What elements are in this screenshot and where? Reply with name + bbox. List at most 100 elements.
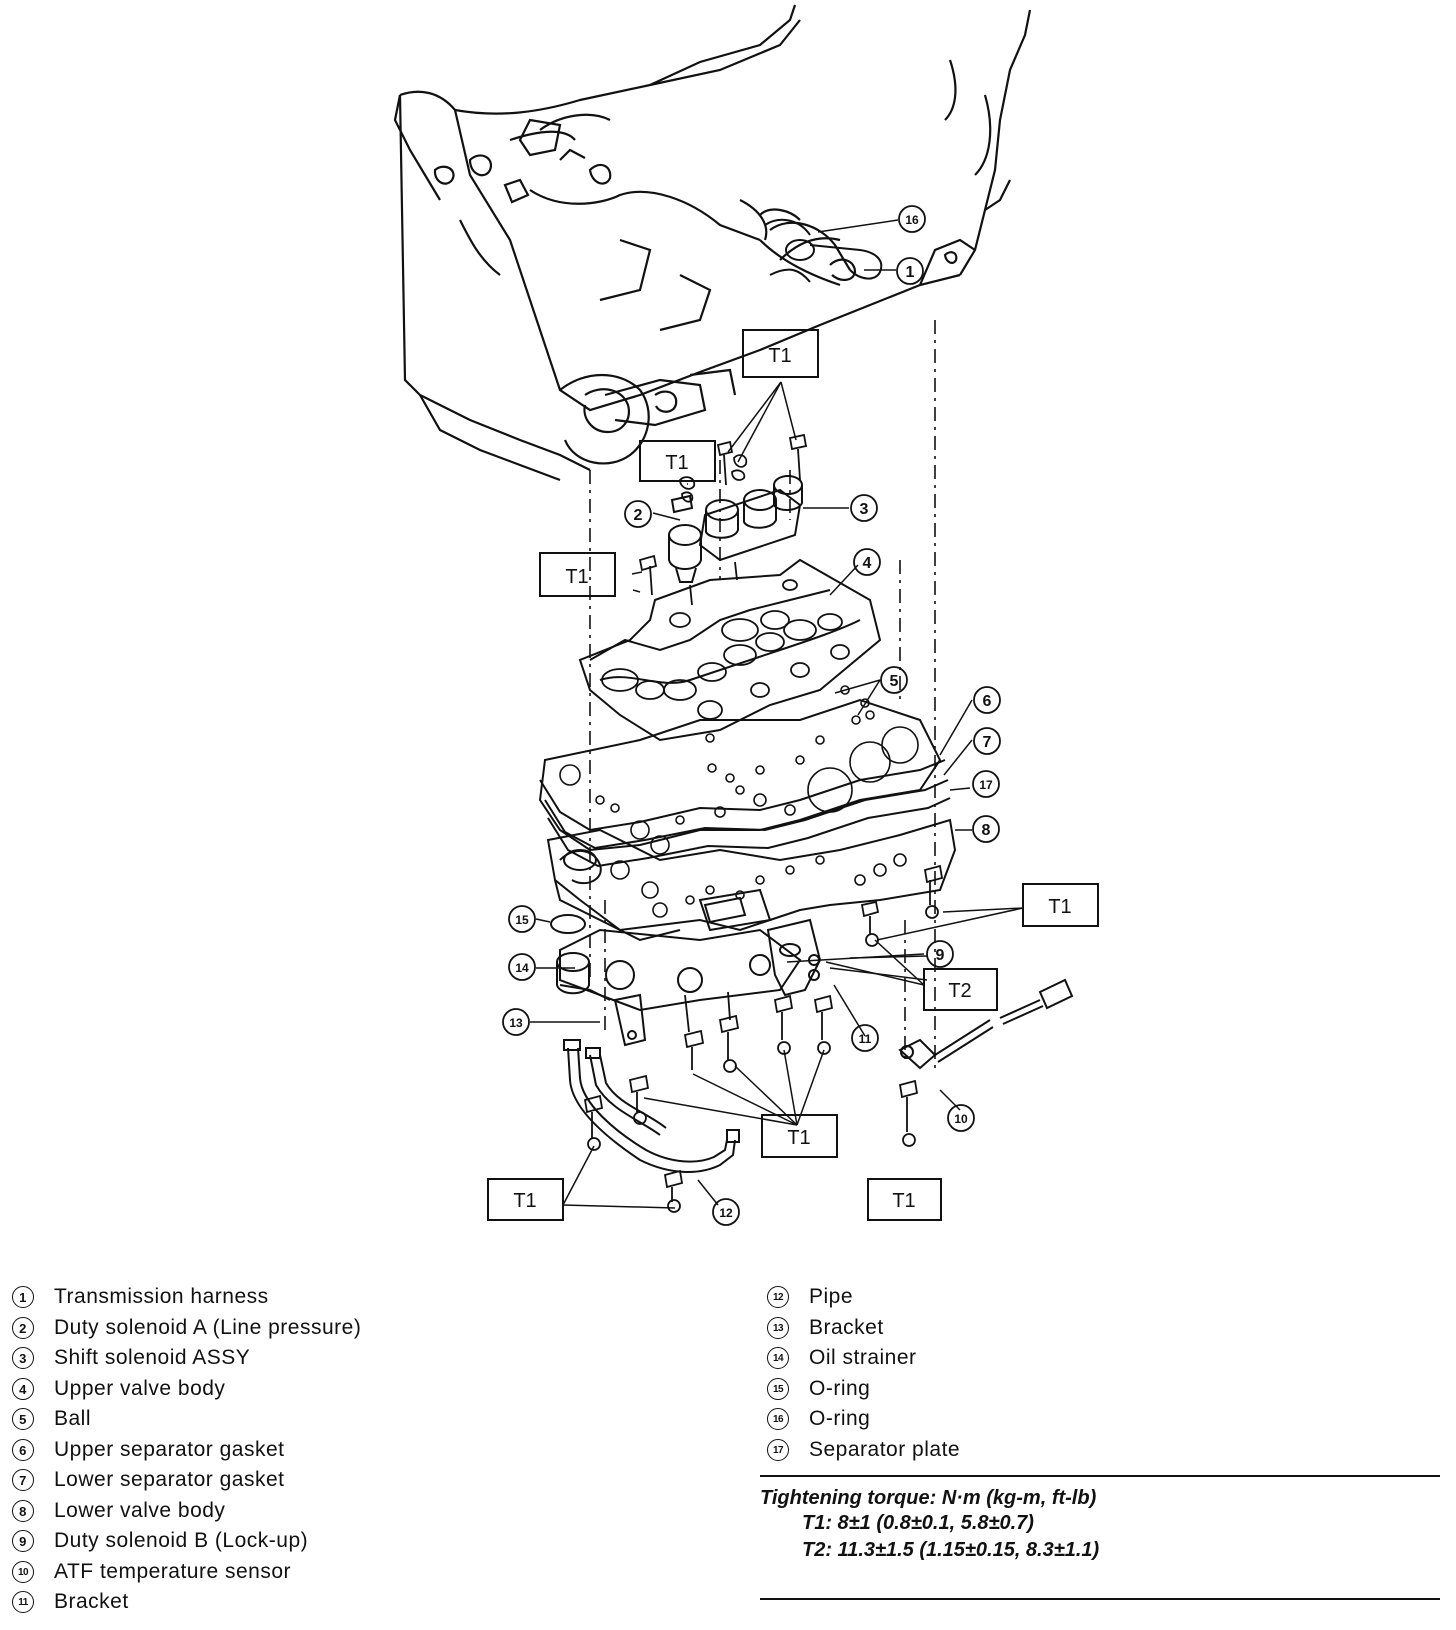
callout-14: 14 [508,953,536,981]
legend-label: Ball [54,1407,92,1430]
legend-label: O-ring [809,1376,871,1400]
svg-text:13: 13 [509,1016,523,1030]
o-ring [550,914,586,934]
torque-tag-t1-top: T1 [742,329,819,378]
callout-15: 15 [508,905,536,933]
callout-4: 4 [853,548,881,576]
callout-5: 5 [880,666,908,694]
legend-item: 17 Separator plate [767,1435,960,1466]
svg-text:1: 1 [906,264,915,281]
oil-strainer [556,928,802,1012]
torque-tag-t1-right: T1 [1022,883,1099,927]
svg-text:8: 8 [982,822,991,839]
bracket-13 [613,993,647,1047]
legend-number: 8 [12,1499,34,1522]
legend-label: Upper separator gasket [54,1437,285,1461]
callout-8: 8 [972,815,1000,843]
callout-17: 17 [972,770,1000,798]
legend-number: 2 [12,1316,34,1339]
callout-7: 7 [973,727,1001,755]
callout-1: 1 [896,257,924,285]
torque-tag-t1-left: T1 [539,552,616,597]
callout-3: 3 [850,494,878,522]
torque-leaders [562,381,1024,1209]
callout-9: 9 [926,940,954,968]
torque-tag-t2: T2 [923,968,998,1011]
legend-number: 9 [12,1530,34,1553]
svg-text:12: 12 [719,1206,733,1220]
svg-text:T1: T1 [787,1127,810,1149]
svg-text:7: 7 [983,734,992,751]
callout-11: 11 [851,1024,879,1052]
torque-title: Tightening torque: N·m (kg-m, ft-lb) [760,1487,1097,1509]
legend-label: Transmission harness [54,1285,269,1308]
torque-t1: T1: 8±1 (0.8±0.1, 5.8±0.7) [802,1512,1034,1534]
legend-label: O-ring [809,1407,871,1430]
svg-text:4: 4 [863,555,872,572]
legend-label: Bracket [809,1315,884,1339]
duty-solenoid-b [766,918,822,997]
callout-12: 12 [712,1198,740,1226]
svg-text:T1: T1 [513,1190,536,1212]
legend-number: 11 [12,1591,34,1614]
balls [705,685,875,783]
legend-number: 10 [12,1560,34,1583]
legend-item: 15 O-ring [767,1374,960,1405]
transmission-case [393,4,1032,482]
legend-label: Separator plate [809,1437,961,1461]
legend-number: 3 [12,1347,34,1370]
torque-top-rule [760,1475,1440,1477]
torque-tag-t1-solenoid-a: T1 [639,440,716,482]
legend-item: 12 Pipe [767,1282,960,1313]
torque-tag-t1-bottom-left: T1 [487,1178,564,1221]
legend-number: 15 [767,1377,789,1400]
legend-label: Lower separator gasket [54,1468,285,1491]
torque-spec-block: Tightening torque: N·m (kg-m, ft-lb) T1:… [760,1475,1440,1600]
legend-number: 12 [767,1286,789,1309]
svg-text:15: 15 [515,913,529,927]
legend-number: 5 [12,1408,34,1431]
legend-label: Oil strainer [809,1346,917,1369]
legend-number: 4 [12,1377,34,1400]
legend-item: 5 Ball [12,1404,361,1435]
svg-text:T1: T1 [768,345,791,367]
bolts-upper [638,433,808,606]
svg-text:16: 16 [905,213,919,227]
svg-text:17: 17 [979,778,993,792]
legend-item: 13 Bracket [767,1313,960,1344]
svg-text:T1: T1 [892,1190,915,1212]
atf-temperature-sensor [898,978,1074,1070]
legend-item: 3 Shift solenoid ASSY [12,1343,361,1374]
callout-2: 2 [624,500,652,528]
torque-tag-t1-bottom-center: T1 [761,1114,838,1158]
legend-item: 16 O-ring [767,1404,960,1435]
svg-text:5: 5 [890,673,899,690]
torque-bottom-rule [760,1598,1440,1600]
legend-number: 6 [12,1438,34,1461]
legend-number: 17 [767,1438,789,1461]
legend-label: Bracket [54,1590,129,1613]
legend-number: 13 [767,1316,789,1339]
callout-16: 16 [898,205,926,233]
svg-text:11: 11 [859,1032,872,1046]
legend-number: 16 [767,1408,789,1431]
legend-label: Duty solenoid A (Line pressure) [54,1315,362,1339]
legend-label: Duty solenoid B (Lock-up) [54,1529,309,1552]
callout-13: 13 [502,1008,530,1036]
legend-item: 11 Bracket [12,1587,361,1618]
legend-label: Pipe [809,1285,854,1308]
torque-t2: T2: 11.3±1.5 (1.15±0.15, 8.3±1.1) [802,1539,1100,1561]
callout-6: 6 [973,686,1001,714]
legend-label: Shift solenoid ASSY [54,1346,251,1369]
legend-label: ATF temperature sensor [54,1559,292,1583]
legend-item: 6 Upper separator gasket [12,1435,361,1466]
svg-text:T1: T1 [665,452,688,474]
legend-item: 9 Duty solenoid B (Lock-up) [12,1526,361,1557]
bolts-lower [583,864,944,1213]
